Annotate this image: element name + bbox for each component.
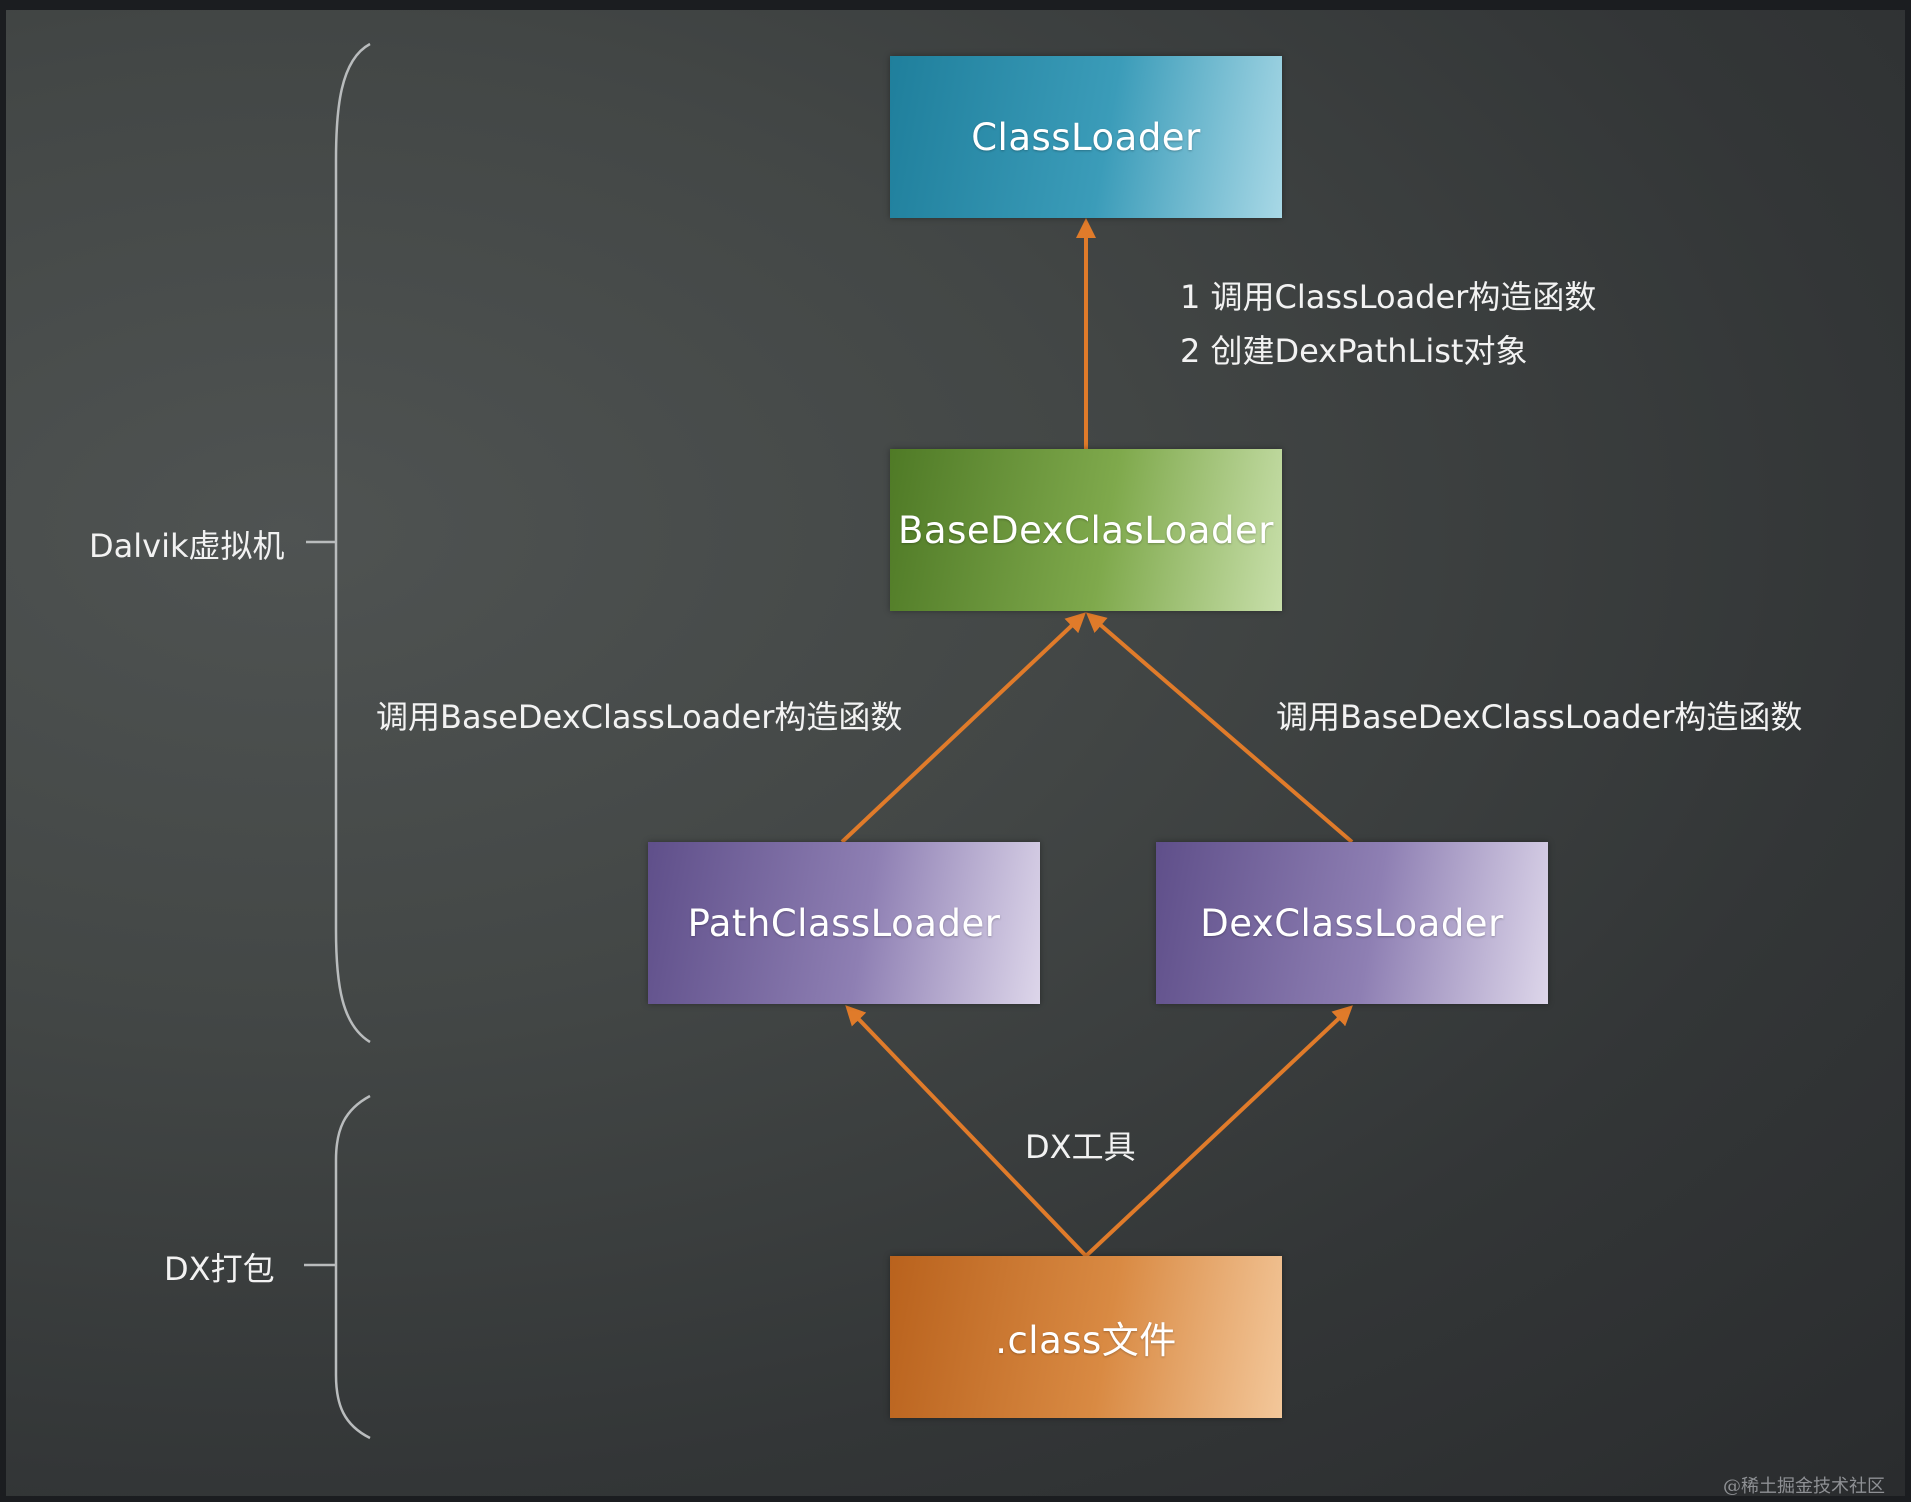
classloader-label: ClassLoader [971, 115, 1201, 159]
edge-label-dex-to-base: 调用BaseDexClassLoader构造函数 [1276, 698, 1803, 736]
group-label-dalvik: Dalvik虚拟机 [89, 527, 285, 565]
path-classloader-box: PathClassLoader [648, 842, 1040, 1004]
class-file-label: .class文件 [995, 1319, 1177, 1362]
base-dex-classloader-box: BaseDexClasLoader [890, 449, 1282, 611]
path-classloader-label: PathClassLoader [687, 901, 1001, 945]
group-label-dx-pack: DX打包 [164, 1250, 275, 1288]
dex-classloader-box: DexClassLoader [1156, 842, 1548, 1004]
class-file-box: .class文件 [890, 1256, 1282, 1418]
base-dex-classloader-label: BaseDexClasLoader [898, 508, 1274, 552]
edge-label-dx-tool: DX工具 [1025, 1128, 1136, 1166]
edge-label-call-classloader: 1 调用ClassLoader构造函数 [1180, 278, 1597, 316]
edge-label-create-dexpathlist: 2 创建DexPathList对象 [1180, 332, 1528, 370]
dex-classloader-label: DexClassLoader [1200, 901, 1504, 945]
classloader-box: ClassLoader [890, 56, 1282, 218]
edge-label-path-to-base: 调用BaseDexClassLoader构造函数 [376, 698, 903, 736]
watermark: @稀土掘金技术社区 [1723, 1476, 1885, 1497]
